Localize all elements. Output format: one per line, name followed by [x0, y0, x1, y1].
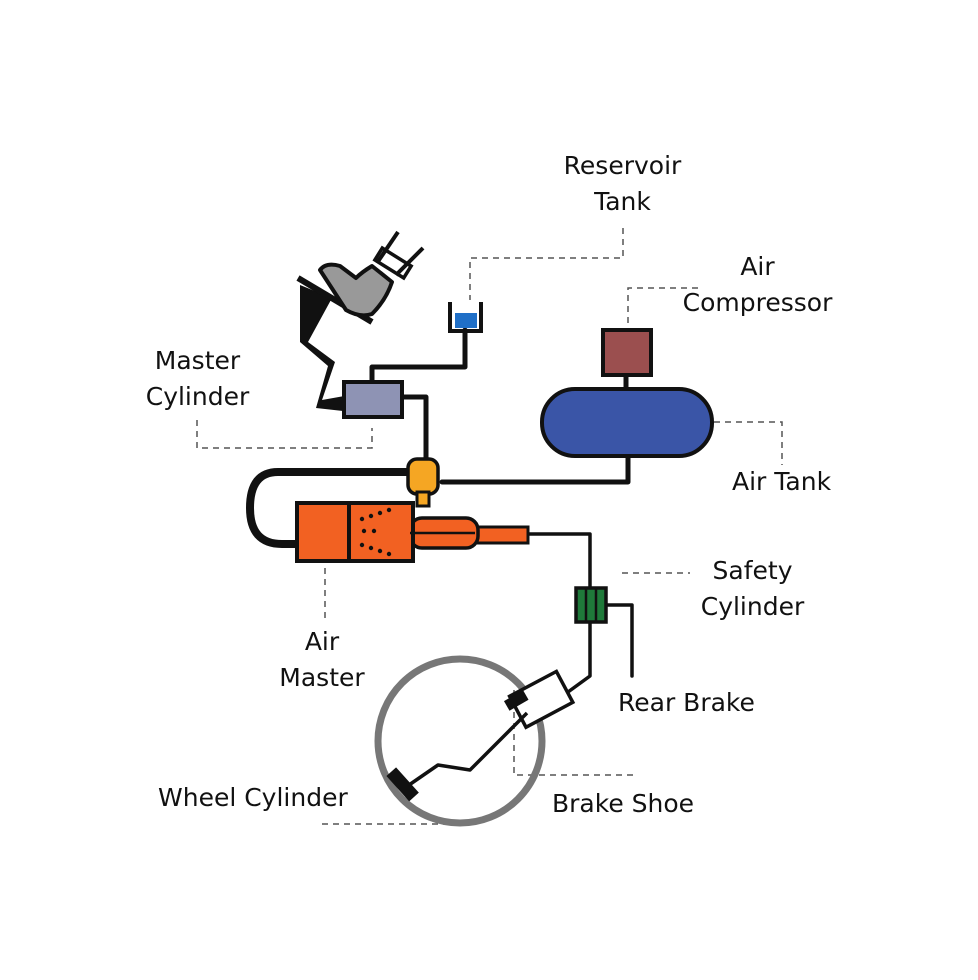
- brake-shoe-linkage: [408, 711, 529, 787]
- safety-cylinder-body: [574, 586, 608, 624]
- return-loop: [246, 468, 412, 548]
- label-safety-cylinder: Safety Cylinder: [700, 556, 805, 621]
- brake-shoe-upper: [503, 690, 529, 711]
- air-compressor-body: [601, 328, 653, 377]
- leader-air-compressor: [627, 287, 698, 325]
- control-valve: [406, 457, 440, 496]
- wheel-ring: [374, 655, 546, 827]
- label-wheel-cylinder: Wheel Cylinder: [158, 783, 348, 812]
- label-brake-shoe: Brake Shoe: [552, 789, 695, 818]
- master-to-valve-line: [401, 394, 429, 463]
- wheel-assembly: [374, 655, 576, 827]
- reservoir-line: [369, 327, 468, 385]
- air-master: [295, 501, 530, 563]
- control-valve-neck: [415, 490, 431, 508]
- air-master-rod: [473, 525, 530, 545]
- pedal-boot: [318, 262, 394, 318]
- air-master-body: [295, 501, 415, 563]
- label-air-master: Air Master: [279, 627, 365, 692]
- reservoir-tank: [448, 302, 483, 333]
- brake-pedal: [296, 230, 425, 412]
- label-reservoir-tank: Reservoir Tank: [563, 151, 682, 216]
- leader-brake-shoe: [513, 690, 635, 776]
- leader-master-cylinder: [196, 420, 373, 449]
- booster-to-safety-line: [526, 532, 592, 590]
- label-rear-brake: Rear Brake: [618, 688, 755, 717]
- safety-to-rear-line: [604, 603, 634, 678]
- label-air-compressor: Air Compressor: [682, 252, 833, 317]
- master-cylinder-body: [342, 380, 404, 419]
- pedal-leg-2: [394, 246, 425, 277]
- pedal-leg-1: [375, 230, 400, 265]
- safety-to-wheel-line: [566, 620, 592, 694]
- pedal-arm: [300, 285, 360, 412]
- leader-air-tank: [714, 421, 783, 465]
- air-master-dots: [359, 507, 392, 557]
- reservoir-fluid: [455, 313, 477, 328]
- air-tank-line: [439, 453, 631, 485]
- air-tank-body: [540, 387, 714, 458]
- label-master-cylinder: Master Cylinder: [145, 346, 250, 411]
- reservoir-cup: [448, 302, 483, 333]
- label-air-tank: Air Tank: [732, 467, 832, 496]
- safety-cylinder: [574, 586, 608, 624]
- brake-shoe-lower: [386, 767, 419, 802]
- leader-reservoir-tank: [469, 228, 624, 300]
- leader-lines: [196, 228, 783, 825]
